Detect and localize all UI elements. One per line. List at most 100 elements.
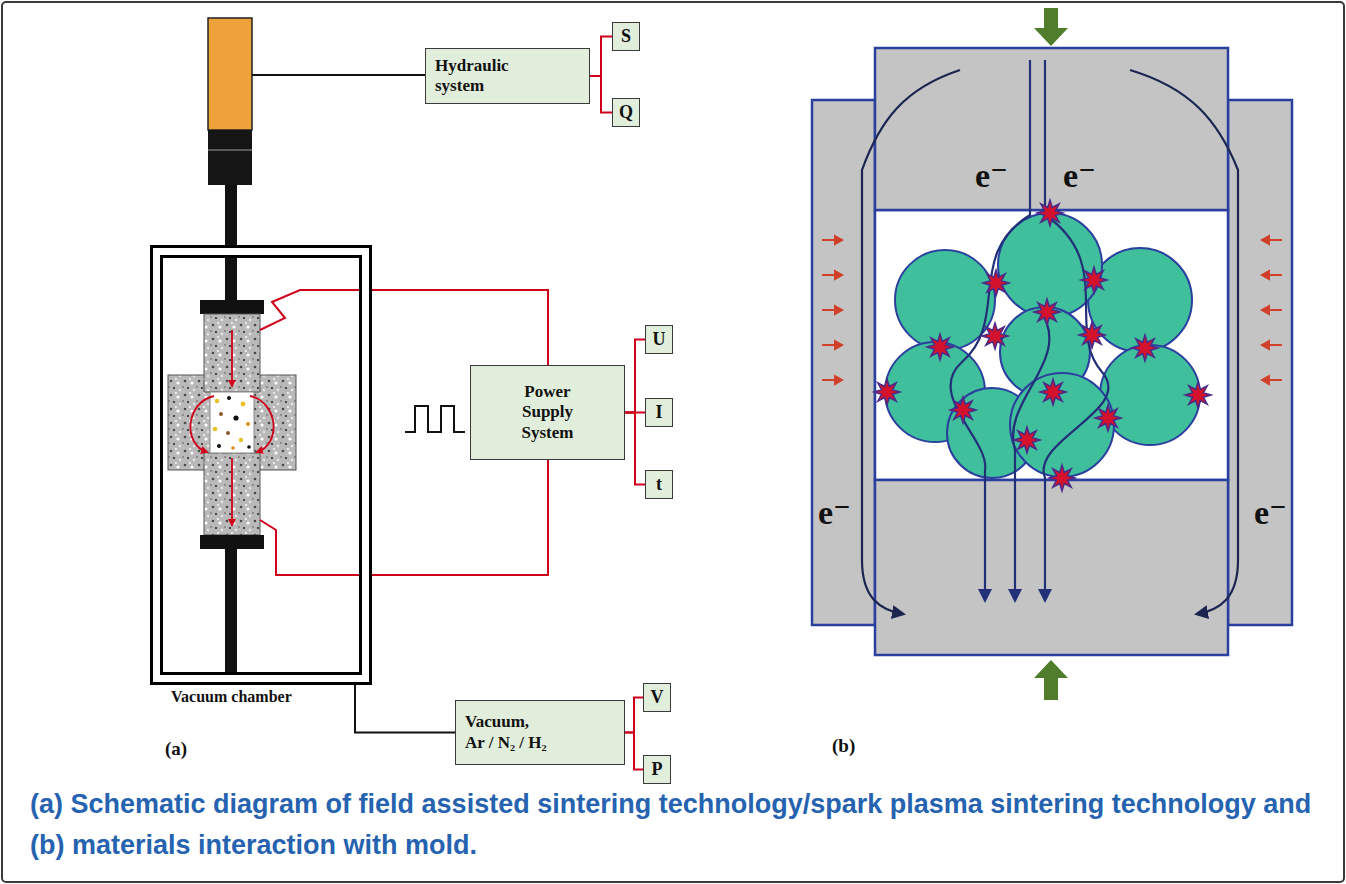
powder-sample [246, 422, 250, 426]
die-assembly [200, 535, 264, 549]
mold-side-wall [812, 100, 875, 625]
upper-punch [875, 48, 1228, 210]
contact-spark [1034, 299, 1060, 325]
lateral-pressure-arrow [835, 271, 842, 279]
parameter-symbol: V [651, 688, 664, 708]
lateral-pressure-arrow [835, 341, 842, 349]
powder-sample [239, 438, 243, 442]
parameter-symbol: U [653, 330, 666, 350]
powder-particle [1088, 248, 1192, 352]
contact-spark [950, 397, 976, 423]
parameter-box: t [645, 470, 673, 499]
electron-path [862, 70, 1238, 614]
lateral-pressure-arrow [835, 376, 842, 384]
hydraulic-cylinder [208, 18, 252, 130]
panel-label: (b) [832, 735, 855, 758]
contact-spark [1049, 465, 1075, 491]
parameter-box: P [643, 755, 671, 784]
lateral-pressure-arrow [822, 344, 836, 346]
contact-spark [1014, 427, 1040, 453]
contact-spark [983, 270, 1009, 296]
contact-spark [1081, 267, 1107, 293]
lateral-pressure-arrow [1262, 271, 1269, 279]
hydraulic-cylinder [208, 149, 252, 151]
current-flow-arrows [190, 396, 214, 452]
electron-path [862, 70, 960, 614]
contact-spark [1079, 322, 1105, 348]
lateral-pressure-arrow [835, 306, 842, 314]
electron-path [1130, 70, 1238, 614]
hydraulic-cylinder [208, 18, 252, 300]
electron-label: e⁻ [975, 158, 1008, 194]
powder-sample [233, 415, 238, 420]
lateral-pressure-arrow [822, 274, 836, 276]
powder-particle [885, 213, 1200, 478]
contact-spark [1132, 335, 1158, 361]
powder-sample [213, 427, 218, 432]
current-path [951, 60, 1109, 600]
parameter-box: V [643, 683, 671, 712]
power-wire [260, 290, 548, 365]
die-assembly [225, 549, 237, 685]
contact-spark [927, 334, 953, 360]
pressure-arrow [1044, 8, 1058, 29]
mold-cavity [875, 210, 1228, 480]
powder-sample [226, 431, 230, 435]
connector-line [590, 37, 612, 77]
parameter-symbol: Q [619, 103, 633, 123]
lateral-pressure-arrow [1262, 341, 1269, 349]
electron-label: e⁻ [1254, 495, 1287, 531]
connector-line [355, 685, 455, 733]
current-path [951, 60, 1030, 600]
lateral-pressure-arrow [822, 239, 836, 241]
lateral-pressure-arrow [1268, 274, 1282, 276]
system-label: Hydraulic system [435, 56, 509, 97]
current-flow-arrows [190, 330, 273, 525]
lateral-pressure-arrow [1268, 239, 1282, 241]
pulse-waveform [405, 406, 465, 432]
current-path [1044, 60, 1109, 600]
lateral-pressure-arrow [1262, 306, 1269, 314]
lateral-pressure-arrow [1268, 309, 1282, 311]
lateral-pressure-arrow [1262, 236, 1269, 244]
system-box: Vacuum, Ar / N₂ / H₂ [455, 700, 625, 765]
parameter-symbol: t [656, 475, 662, 495]
contact-spark [982, 323, 1008, 349]
system-box: Power Supply System [470, 365, 625, 460]
lateral-pressure-arrow [1262, 376, 1269, 384]
connector-line [625, 698, 643, 733]
contact-spark [1185, 382, 1211, 408]
contact-spark [1095, 405, 1121, 431]
system-box: Hydraulic system [425, 48, 590, 104]
system-label: Vacuum, Ar / N₂ / H₂ [465, 712, 549, 753]
parameter-symbol: I [655, 403, 662, 423]
contact-spark [874, 379, 900, 405]
power-wire [260, 460, 548, 575]
die-assembly [204, 453, 260, 535]
lateral-pressure-arrow [822, 309, 836, 311]
hydraulic-line [252, 74, 425, 76]
die-assembly [200, 300, 264, 314]
powder-sample [231, 446, 235, 450]
powder-sample [227, 396, 231, 400]
lateral-pressure-arrow [1268, 344, 1282, 346]
parameter-symbol: S [621, 27, 631, 47]
parameter-box: S [612, 22, 640, 51]
powder-sample [215, 399, 219, 403]
connector-line [625, 340, 645, 413]
powder-particle [1010, 373, 1114, 477]
current-path [1013, 310, 1049, 600]
panel-label: (a) [165, 738, 187, 761]
powder-sample [219, 412, 223, 416]
powder-sample [210, 392, 254, 453]
hydraulic-cylinder [225, 185, 237, 300]
contact-spark [874, 200, 1211, 491]
powder-sample [241, 402, 246, 407]
pressure-arrow [1034, 660, 1068, 678]
parameter-box: U [645, 325, 673, 354]
figure-caption: (a) Schematic diagram of field assisted … [30, 784, 1316, 866]
